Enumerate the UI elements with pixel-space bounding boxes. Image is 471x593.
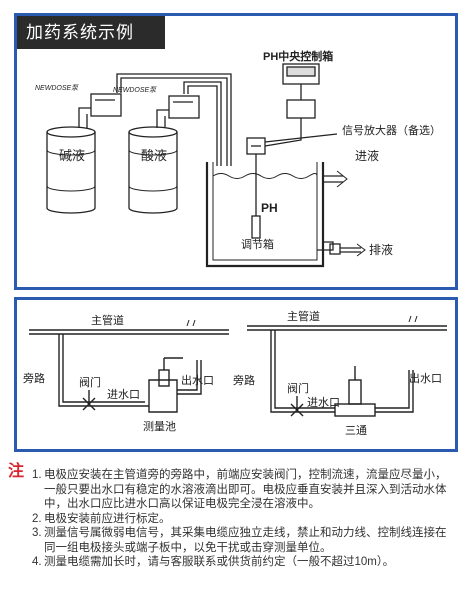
note-text: 一般只要出水口有稳定的水溶液滴出即可。电极应垂直安装并且深入到活动水体 [44,483,447,496]
note-marker: 注 [8,463,25,480]
dosing-system-panel: 加药系统示例 [14,13,458,290]
inlet-pipe [323,175,343,183]
installation-notes: 注 1. 电极应安装在主管道旁的旁路中，前端应安装阀门，控制流速，流量应尽量小，… [8,463,463,570]
valve-label-left: 阀门 [79,375,101,389]
note-item-3: 3. 测量信号属微弱电信号，其采集电缆应独立走线，禁止和动力线、控制线连接在 同… [8,526,463,555]
inlet-label-right: 进水口 [307,396,340,409]
note-number: 2. [32,512,42,525]
amplifier-label: 信号放大器（备选） [342,123,441,137]
outlet-label-left: 出水口 [181,373,214,387]
outlet-valve [329,243,341,255]
dosing-pipe-right [183,81,222,166]
measuring-pool [148,379,178,413]
mix-tank-label: 调节箱 [241,237,274,251]
outlet-pipe [340,247,361,253]
note-item-4: 4. 测量电缆需加长时，请与客服联系或供货前约定（一般不超过10m）。 [8,555,463,570]
ph-controller-unit [286,99,316,119]
note-text: 电极应安装在主管道旁的旁路中，前端应安装阀门，控制流速，流量应尽量小， [44,469,447,481]
pool-label: 测量池 [143,420,176,433]
outlet-label: 排液 [369,242,393,257]
note-number: 4. [32,556,42,568]
bypass-label-left: 旁路 [23,371,45,385]
main-pipe-right [247,325,447,331]
note-text: 测量电缆需加长时，请与客服联系或供货前约定（一般不超过10m）。 [44,556,395,568]
inlet-label: 进液 [355,148,379,163]
note-text: 测量信号属微弱电信号，其采集电缆应独立走线，禁止和动力线、控制线连接在 [44,527,447,539]
note-number: 1. [32,469,42,481]
main-pipe-left [29,329,229,335]
pump-left [90,93,122,117]
tee-fitting [334,403,376,417]
outlet-pipe-left [177,360,202,395]
pump-right [168,95,200,119]
ph-probe [251,215,261,239]
installation-diagram: 主管道 旁路 阀门 进水口 出水口 测量池 主管道 旁路 阀门 进水口 出水口 … [23,309,447,437]
ph-label: PH [261,201,278,215]
main-pipe-label-left: 主管道 [91,313,124,327]
note-item-1: 注 1. 电极应安装在主管道旁的旁路中，前端应安装阀门，控制流速，流量应尽量小，… [8,463,463,512]
main-pipe-label-right: 主管道 [287,309,320,323]
pump-left-label: NEWDOSE泵 [35,84,79,92]
note-number: 3. [32,527,42,539]
valve-label-right: 阀门 [287,381,309,395]
acid-tank [128,126,178,138]
panel-title: 加药系统示例 [17,16,165,49]
bypass-right [270,330,335,413]
electrode-right [348,379,362,405]
mixing-tank [205,162,325,268]
electrode-left [158,369,170,387]
note-text: 电极安装前应进行标定。 [44,512,171,525]
outlet-label-right: 出水口 [409,371,442,385]
pump-right-label: NEWDOSE泵 [113,86,157,94]
inlet-label-left: 进水口 [107,388,140,401]
tee-label: 三通 [345,424,367,437]
installation-panel: 主管道 旁路 阀门 进水口 出水口 测量池 主管道 旁路 阀门 进水口 出水口 … [14,297,458,452]
tank-alkali-label: 碱液 [59,148,85,163]
dosing-system-diagram: PH中央控制箱 NEWDOSE泵 NEWDOSE泵 碱液 酸液 信号放大器（备选… [35,49,441,268]
note-text: 中，出水口应比进水口高以保证电极完全浸在溶液中。 [44,498,320,510]
controller-label: PH中央控制箱 [263,49,333,63]
alkali-tank [46,126,96,138]
note-text: 同一组电极接头或端子板中，以免干扰或击穿测量单位。 [44,541,332,554]
note-item-2: 2. 电极安装前应进行标定。 [8,512,463,527]
dosing-pipe-left [116,73,232,166]
bypass-left [58,334,149,407]
tank-acid-label: 酸液 [141,148,167,163]
outlet-pipe-right [375,370,414,413]
bypass-label-right: 旁路 [233,373,255,387]
